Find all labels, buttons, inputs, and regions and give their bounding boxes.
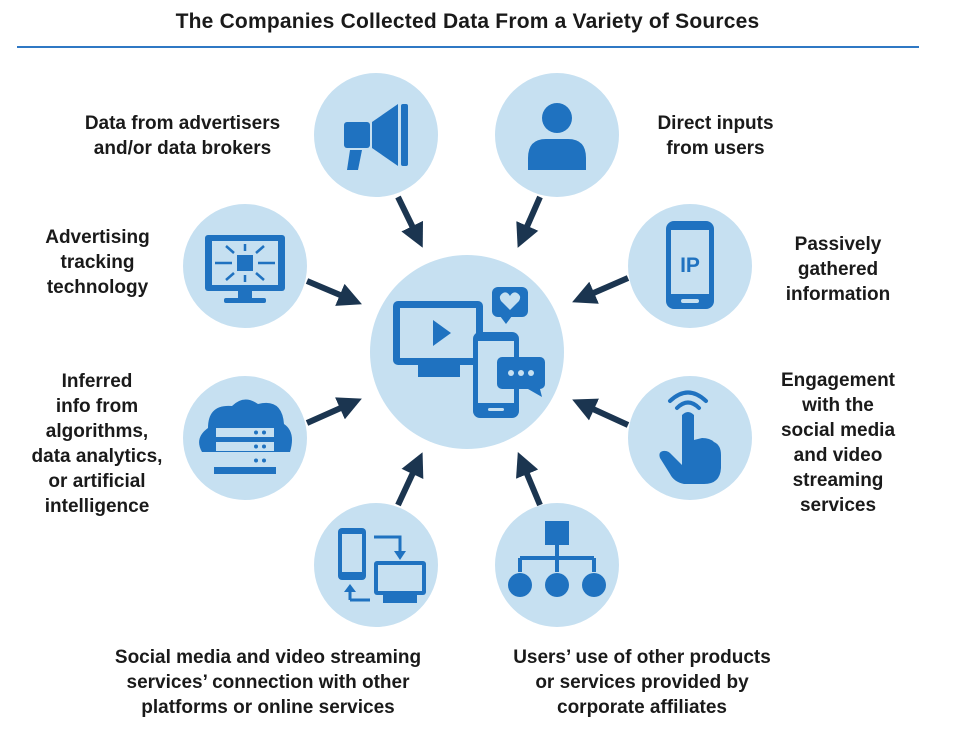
label-direct-inputs: Direct inputs from users <box>657 113 774 159</box>
arrow-passive <box>572 275 630 304</box>
svg-text:IP: IP <box>680 254 700 277</box>
arrow-engagement <box>572 398 630 428</box>
label-passive: Passively gathered information <box>785 234 891 305</box>
org-hierarchy-icon <box>508 521 606 597</box>
arrow-connections <box>395 452 424 507</box>
label-tracking-tech: Advertising tracking technology <box>45 227 150 298</box>
arrow-tracking-tech <box>305 278 362 306</box>
megaphone-icon <box>344 104 408 170</box>
touch-hand-icon <box>659 390 721 484</box>
arrow-direct-inputs <box>516 195 543 248</box>
media-devices-icon <box>393 287 545 418</box>
user-icon <box>528 103 586 170</box>
node-direct-inputs <box>495 73 619 197</box>
title-divider <box>17 46 919 48</box>
label-engagement: Engagement with the social media and vid… <box>780 370 896 516</box>
diagram-title: The Companies Collected Data From a Vari… <box>175 10 760 33</box>
arrow-affiliates <box>516 452 543 507</box>
arrow-inferred <box>305 397 362 426</box>
arrow-advertisers <box>395 195 423 248</box>
label-affiliates: Users’ use of other products or services… <box>513 647 771 718</box>
label-connections: Social media and video streaming service… <box>114 647 422 718</box>
cloud-server-icon <box>199 399 292 474</box>
tracking-monitor-icon <box>205 235 285 303</box>
label-advertisers: Data from advertisers and/or data broker… <box>84 113 281 159</box>
ip-phone-icon: IP <box>666 221 714 309</box>
label-inferred: Inferred info from algorithms, data anal… <box>31 371 163 517</box>
device-sync-icon <box>338 528 426 603</box>
